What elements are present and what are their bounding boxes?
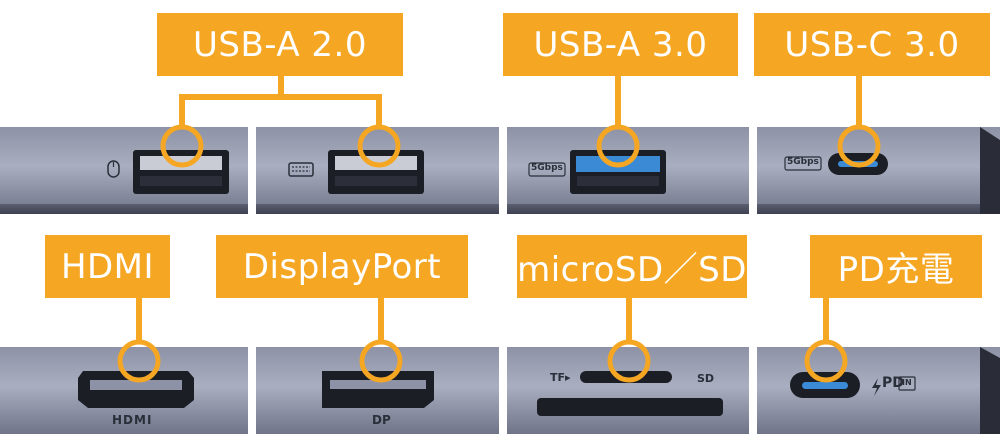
hdmi-marking: HDMI (112, 413, 153, 427)
hdmi-port (78, 371, 194, 408)
usb-c-pd-port (790, 372, 860, 398)
label-microsd-sd: microSD／SD (517, 235, 747, 298)
mouse-icon (107, 160, 120, 178)
label-displayport: DisplayPort (216, 235, 468, 298)
dp-marking: DP (372, 413, 391, 427)
label-usb-c-3: USB-C 3.0 (754, 13, 990, 76)
label-pd-charge: PD充電 (810, 235, 982, 298)
label-hdmi: HDMI (45, 235, 170, 298)
pd-in-marking: IN (902, 378, 912, 387)
usb-a3-port (570, 150, 666, 194)
label-usb-a-2: USB-A 2.0 (157, 13, 403, 76)
sd-marking: SD (697, 372, 715, 385)
keyboard-icon (288, 162, 314, 177)
speed-marking-usb-c: 5Gbps (787, 157, 819, 167)
microsd-slot (580, 371, 672, 383)
usb-a-port-keyboard (328, 150, 424, 194)
power-bolt-icon (872, 378, 881, 396)
sd-slot (537, 398, 723, 416)
label-usb-a-3: USB-A 3.0 (503, 13, 738, 76)
speed-marking-usb-a: 5Gbps (531, 163, 563, 173)
tf-marking: TF▸ (550, 371, 571, 384)
usb-a-port-mouse (133, 150, 229, 194)
pd-marking: PD (882, 375, 904, 391)
displayport-port (322, 371, 434, 408)
